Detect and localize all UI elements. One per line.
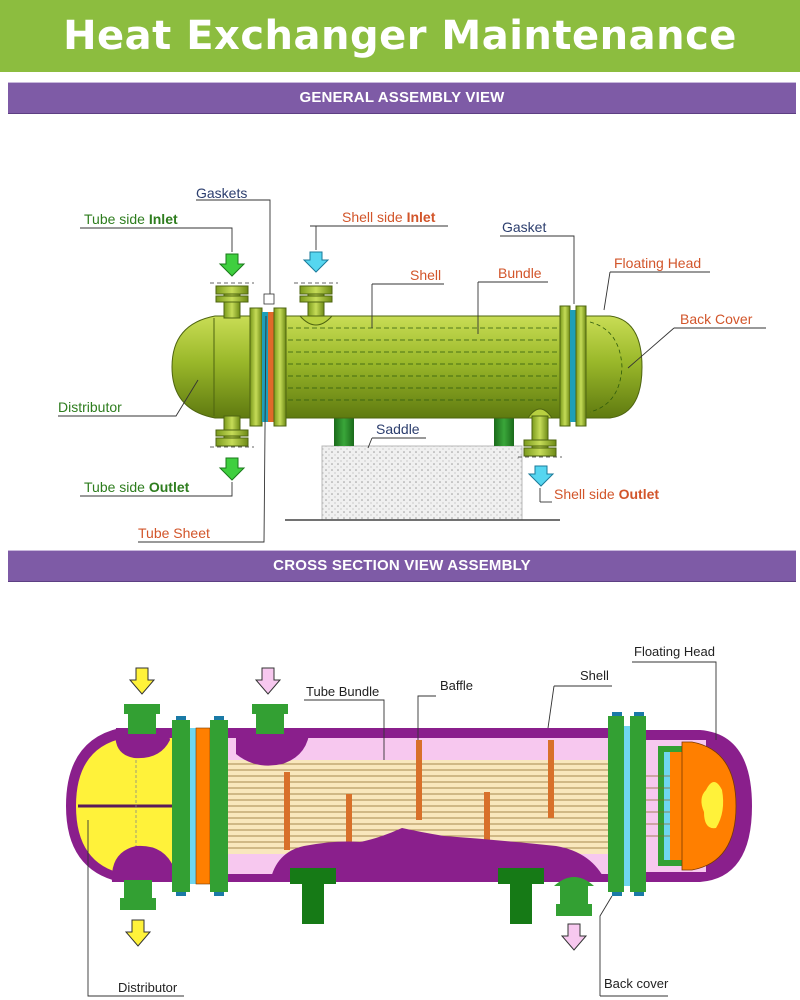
- label-gasket: Gasket: [502, 219, 546, 235]
- label-saddle: Saddle: [376, 421, 420, 437]
- shell-outlet-arrow: [527, 465, 555, 487]
- cross-shell-outlet-arrow: [560, 923, 588, 951]
- title-bar: Heat Exchanger Maintenance: [0, 0, 800, 72]
- bundle-lines: [288, 327, 560, 401]
- tube-outlet-nozzle: [215, 415, 249, 447]
- cross-label-back-cover: Back cover: [604, 976, 669, 991]
- cross-shell-outlet-nozzle: [554, 877, 594, 916]
- label-shell-side-outlet: Shell side Outlet: [554, 486, 659, 502]
- label-gaskets: Gaskets: [196, 185, 247, 201]
- tube-inlet-arrow: [218, 253, 246, 277]
- cross-tube-outlet-nozzle: [120, 880, 156, 910]
- section-header-cross: CROSS SECTION VIEW ASSEMBLY: [8, 550, 796, 582]
- section-header-general: GENERAL ASSEMBLY VIEW: [8, 82, 796, 114]
- back-cover: [585, 315, 643, 419]
- general-assembly-diagram: Gaskets Tube side Inlet Shell side Inlet…: [58, 185, 766, 543]
- tube-inlet-nozzle: [215, 285, 249, 319]
- cross-label-shell: Shell: [580, 668, 609, 683]
- foundation-block: [321, 445, 523, 521]
- cross-baffles: [284, 740, 554, 870]
- cross-saddles: [290, 868, 544, 924]
- cross-tube-outlet-arrow: [124, 919, 152, 947]
- cross-label-baffle: Baffle: [440, 678, 473, 693]
- label-tube-sheet: Tube Sheet: [138, 525, 210, 541]
- distributor-head: [171, 315, 259, 419]
- cross-tube-inlet-nozzle: [124, 704, 160, 734]
- section-title-general: GENERAL ASSEMBLY VIEW: [299, 89, 505, 106]
- section-title-cross: CROSS SECTION VIEW ASSEMBLY: [273, 557, 531, 574]
- cross-section-diagram: Floating Head Shell Baffle Tube Bundle D…: [66, 644, 752, 997]
- tube-outlet-arrow: [218, 457, 246, 481]
- cross-label-floating-head: Floating Head: [634, 644, 715, 659]
- shell-body: [285, 315, 563, 419]
- page-title: Heat Exchanger Maintenance: [63, 13, 737, 59]
- cross-label-distributor: Distributor: [118, 980, 178, 995]
- shell-outlet-nozzle: [523, 408, 557, 457]
- shell-inlet-arrow: [302, 251, 330, 273]
- cross-tube-inlet-arrow: [128, 667, 156, 695]
- cross-shell-inlet-nozzle: [252, 704, 288, 734]
- label-distributor: Distributor: [58, 399, 122, 415]
- label-tube-side-inlet: Tube side Inlet: [84, 211, 178, 227]
- cross-label-tube-bundle: Tube Bundle: [306, 684, 379, 699]
- label-bundle: Bundle: [498, 265, 542, 281]
- cross-shell-inlet-arrow: [254, 667, 282, 695]
- label-floating-head: Floating Head: [614, 255, 701, 271]
- shell-inlet-nozzle: [298, 285, 334, 326]
- label-shell-side-inlet: Shell side Inlet: [342, 209, 436, 225]
- label-back-cover: Back Cover: [680, 311, 753, 327]
- label-shell: Shell: [410, 267, 441, 283]
- label-tube-side-outlet: Tube side Outlet: [84, 479, 190, 495]
